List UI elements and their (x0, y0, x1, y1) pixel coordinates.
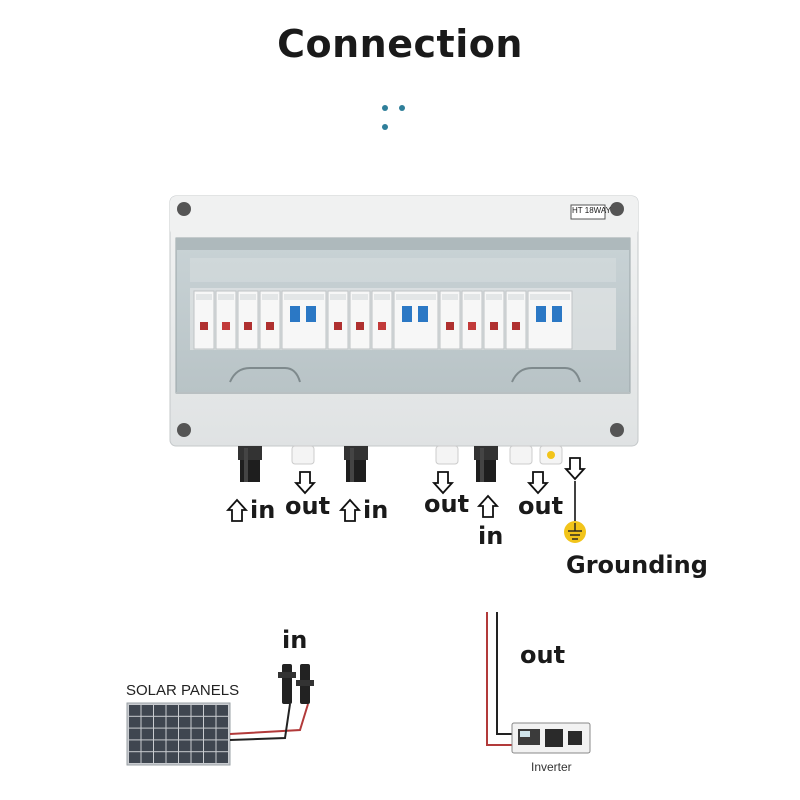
solar-cell (166, 740, 178, 752)
up-arrow-icon (338, 498, 362, 522)
solar-cell (216, 705, 228, 716)
label-in-2: in (363, 496, 389, 524)
screw-icon (177, 202, 191, 216)
fuse-holder-icon (193, 290, 215, 350)
label-out-1: out (285, 492, 331, 520)
solar-panels-label: SOLAR PANELS (126, 682, 240, 699)
up-arrow-icon (476, 494, 500, 518)
solar-cell (179, 740, 191, 752)
solar-cell (191, 716, 203, 728)
down-arrow-icon (293, 471, 317, 495)
solar-cell (141, 705, 153, 716)
up-arrow-icon (225, 498, 249, 522)
cable-gland-icon (291, 445, 315, 465)
mc4-connector-icon (344, 446, 368, 482)
fuse-holder-icon (371, 290, 393, 350)
solar-cell (154, 705, 166, 716)
solar-cell (216, 716, 228, 728)
solar-cell (204, 752, 216, 763)
down-arrow-icon (431, 471, 455, 495)
label-in-1: in (250, 496, 276, 524)
solar-cell (141, 740, 153, 752)
screw-icon (610, 423, 624, 437)
solar-cell (216, 728, 228, 740)
solar-cell (166, 705, 178, 716)
label-out-3: out (518, 492, 564, 520)
solar-cell (154, 728, 166, 740)
solar-cell (204, 740, 216, 752)
solar-cell (204, 716, 216, 728)
solar-cell (179, 705, 191, 716)
screw-icon (177, 423, 191, 437)
ground-icon (564, 521, 586, 543)
solar-cell (204, 728, 216, 740)
screw-icon (610, 202, 624, 216)
down-arrow-icon (563, 457, 587, 481)
mc4-connector-icon (278, 664, 314, 704)
cable-gland-icon (435, 445, 459, 465)
fuse-holder-icon (505, 290, 527, 350)
solar-cell (129, 716, 141, 728)
solar-cell (129, 728, 141, 740)
solar-cell (154, 716, 166, 728)
solar-cell (166, 716, 178, 728)
solar-cell (179, 752, 191, 763)
solar-cell (191, 728, 203, 740)
solar-cell (154, 740, 166, 752)
solar-cell (141, 728, 153, 740)
solar-panel-icon (126, 702, 231, 766)
decorative-dots (382, 96, 422, 130)
label-out-2: out (424, 490, 470, 518)
solar-cell (141, 752, 153, 763)
solar-cell (129, 752, 141, 763)
model-tag-plate (570, 204, 606, 220)
inverter-icon (511, 722, 591, 754)
fuse-holder-icon (237, 290, 259, 350)
breaker-icon (527, 290, 573, 350)
solar-cell (166, 752, 178, 763)
fuse-holder-icon (349, 290, 371, 350)
solar-cell (154, 752, 166, 763)
solar-cell (141, 716, 153, 728)
fuse-holder-icon (439, 290, 461, 350)
solar-cell (216, 752, 228, 763)
solar-cell (216, 740, 228, 752)
down-arrow-icon (526, 471, 550, 495)
inverter-label: Inverter (531, 760, 572, 774)
solar-cell (166, 728, 178, 740)
fuse-holder-icon (215, 290, 237, 350)
cable-gland-icon (539, 445, 563, 465)
solar-cell (191, 705, 203, 716)
breaker-icon (281, 290, 327, 350)
solar-cell (179, 716, 191, 728)
solar-cell (129, 705, 141, 716)
solar-cell (191, 740, 203, 752)
cable-gland-icon (509, 445, 533, 465)
diagram-label-in: in (282, 626, 308, 654)
breaker-icon (393, 290, 439, 350)
fuse-holder-icon (259, 290, 281, 350)
solar-cell (191, 752, 203, 763)
mc4-connector-icon (238, 446, 262, 482)
mc4-connector-icon (474, 446, 498, 482)
diagram-label-out: out (520, 641, 566, 669)
solar-cell (129, 740, 141, 752)
label-grounding: Grounding (566, 551, 708, 579)
enclosure-top-rim (170, 196, 638, 236)
fuse-holder-icon (461, 290, 483, 350)
label-in-3: in (478, 522, 504, 550)
fuse-holder-icon (327, 290, 349, 350)
fuse-holder-icon (483, 290, 505, 350)
model-tag: HT 18WAY (572, 206, 611, 215)
solar-cell (204, 705, 216, 716)
page-title: Connection (277, 22, 523, 66)
solar-cell (179, 728, 191, 740)
